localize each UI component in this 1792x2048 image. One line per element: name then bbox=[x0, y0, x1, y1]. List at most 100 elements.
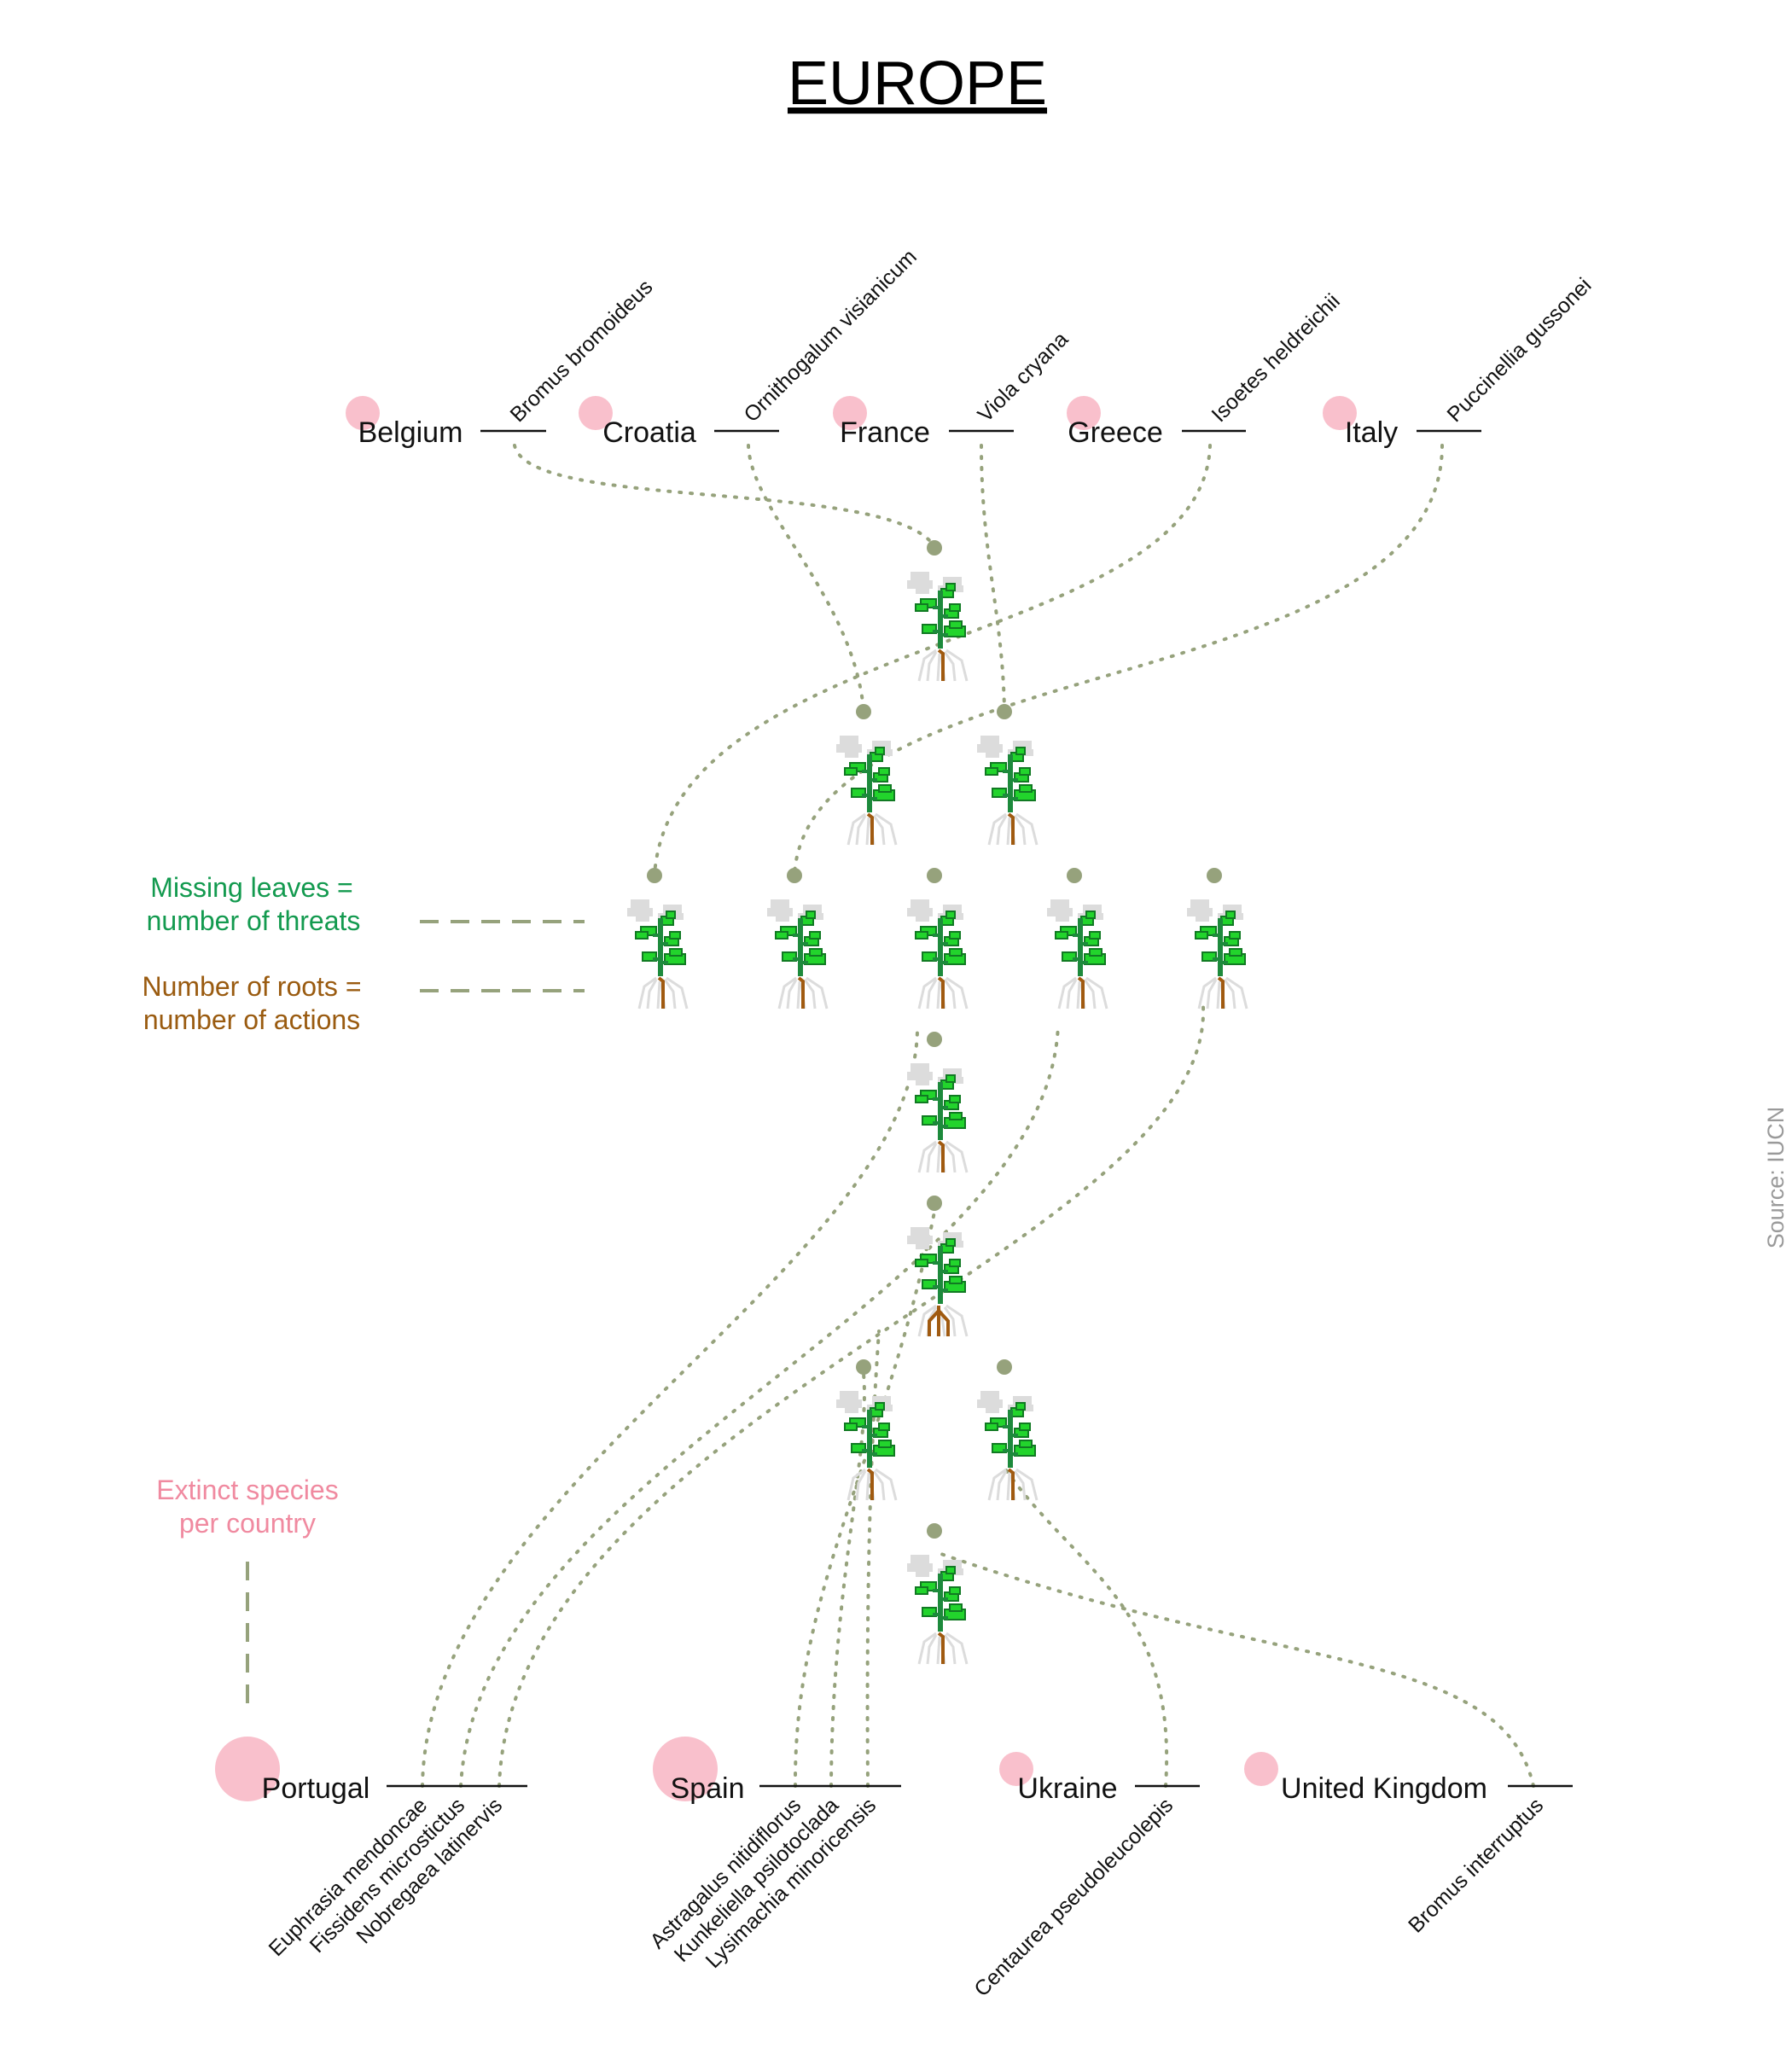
country-label: Portugal bbox=[262, 1772, 370, 1805]
plant-icon bbox=[905, 570, 969, 683]
root-line bbox=[937, 1140, 945, 1172]
country-label: Spain bbox=[671, 1772, 745, 1805]
species-label: Puccinellia gussonei bbox=[1442, 273, 1596, 427]
connector-line-5 bbox=[793, 444, 1444, 876]
connector-line-9 bbox=[793, 1210, 936, 1788]
page-title: EUROPE bbox=[788, 49, 1047, 118]
plant-anchor-dot bbox=[997, 1359, 1012, 1375]
plant-8 bbox=[1185, 868, 1248, 1010]
extinct-count-circle bbox=[346, 396, 380, 430]
legend-threats-line2: number of threats bbox=[147, 905, 361, 936]
plant-anchor-dot bbox=[856, 704, 871, 719]
country-label: United Kingdom bbox=[1281, 1772, 1487, 1805]
plant-anchor-dot bbox=[1207, 868, 1222, 883]
country-label: Italy bbox=[1345, 416, 1398, 449]
plant-icon bbox=[1185, 898, 1248, 1010]
plant-icon bbox=[835, 734, 898, 847]
plant-icon bbox=[1045, 898, 1108, 1010]
country-label: Belgium bbox=[358, 416, 463, 449]
plant-9 bbox=[905, 1032, 969, 1174]
plant-1 bbox=[905, 540, 969, 683]
plant-icon bbox=[975, 1389, 1039, 1502]
country-italy: Italy Puccinellia gussonei bbox=[1323, 273, 1596, 449]
connector-line-8 bbox=[497, 1005, 1206, 1788]
species-label: Viola cryana bbox=[973, 327, 1073, 427]
plant-anchor-dot bbox=[787, 868, 802, 883]
plant-icon bbox=[625, 898, 689, 1010]
extinct-count-circle bbox=[1244, 1752, 1278, 1786]
connector-line-2 bbox=[747, 444, 865, 712]
plant-anchor-dot bbox=[927, 1196, 942, 1211]
connector-line-3 bbox=[980, 444, 1006, 712]
root-line bbox=[937, 976, 945, 1009]
connector-line-12 bbox=[1003, 1466, 1169, 1788]
root-lines bbox=[928, 1306, 950, 1336]
plant-icons bbox=[625, 540, 1248, 1666]
species-label: Astragalus nitidiflorus bbox=[645, 1793, 806, 1953]
plant-2 bbox=[835, 704, 898, 847]
connector-line-11 bbox=[865, 1329, 881, 1788]
root-line bbox=[1077, 976, 1085, 1009]
extinct-count-circle bbox=[833, 396, 867, 430]
plant-11 bbox=[835, 1359, 898, 1502]
plant-icon bbox=[765, 898, 829, 1010]
root-line bbox=[657, 976, 665, 1009]
plant-icon bbox=[975, 734, 1039, 847]
plant-5 bbox=[765, 868, 829, 1010]
species-label: Centaurea pseudoleucolepis bbox=[969, 1793, 1178, 2001]
legend-extinct-line2: per country bbox=[179, 1508, 316, 1539]
connector-line-10 bbox=[829, 1372, 866, 1788]
plant-icon bbox=[905, 898, 969, 1010]
connector-line-1 bbox=[513, 444, 936, 548]
plant-7 bbox=[1045, 868, 1108, 1010]
extinct-count-circle bbox=[215, 1737, 280, 1801]
root-line bbox=[937, 1632, 945, 1664]
plant-anchor-dot bbox=[927, 540, 942, 556]
plant-12 bbox=[975, 1359, 1039, 1502]
extinct-count-circle bbox=[1323, 396, 1357, 430]
legend-actions-line1: Number of roots = bbox=[143, 971, 362, 1002]
legend-actions-line2: number of actions bbox=[143, 1004, 360, 1035]
plant-4 bbox=[625, 868, 689, 1010]
plant-10 bbox=[905, 1196, 969, 1338]
root-line bbox=[797, 976, 805, 1009]
plant-13 bbox=[905, 1523, 969, 1666]
root-line bbox=[866, 812, 874, 845]
species-label: Fissidens microstictus bbox=[305, 1793, 470, 1958]
root-line bbox=[1007, 812, 1015, 845]
plant-anchor-dot bbox=[927, 868, 942, 883]
source-credit: Source: IUCN bbox=[1763, 1107, 1789, 1249]
extinct-count-circle bbox=[653, 1737, 718, 1801]
plant-anchor-dot bbox=[856, 1359, 871, 1375]
root-line bbox=[937, 649, 945, 681]
legend: Missing leaves = number of threats Numbe… bbox=[143, 872, 585, 1715]
extinct-count-circle bbox=[999, 1752, 1033, 1786]
root-line bbox=[1007, 1468, 1015, 1500]
legend-extinct-line1: Extinct species bbox=[156, 1475, 338, 1505]
country-label: Croatia bbox=[602, 416, 696, 449]
species-label: Bromus interruptus bbox=[1404, 1793, 1548, 1937]
connector-line-6 bbox=[421, 1022, 920, 1788]
connector-line-4 bbox=[653, 444, 1212, 876]
country-label: France bbox=[840, 416, 930, 449]
plant-anchor-dot bbox=[927, 1523, 942, 1539]
root-line bbox=[1217, 976, 1225, 1009]
plant-anchor-dot bbox=[1067, 868, 1082, 883]
plant-anchor-dot bbox=[647, 868, 662, 883]
plant-icon bbox=[905, 1062, 969, 1174]
species-label: Ornithogalum visianicum bbox=[739, 245, 921, 427]
extinct-count-circle bbox=[579, 396, 613, 430]
plant-anchor-dot bbox=[927, 1032, 942, 1047]
connector-lines bbox=[421, 444, 1535, 1788]
country-label: Greece bbox=[1068, 416, 1163, 449]
plant-6 bbox=[905, 868, 969, 1010]
plant-anchor-dot bbox=[997, 704, 1012, 719]
root-line bbox=[866, 1468, 874, 1500]
